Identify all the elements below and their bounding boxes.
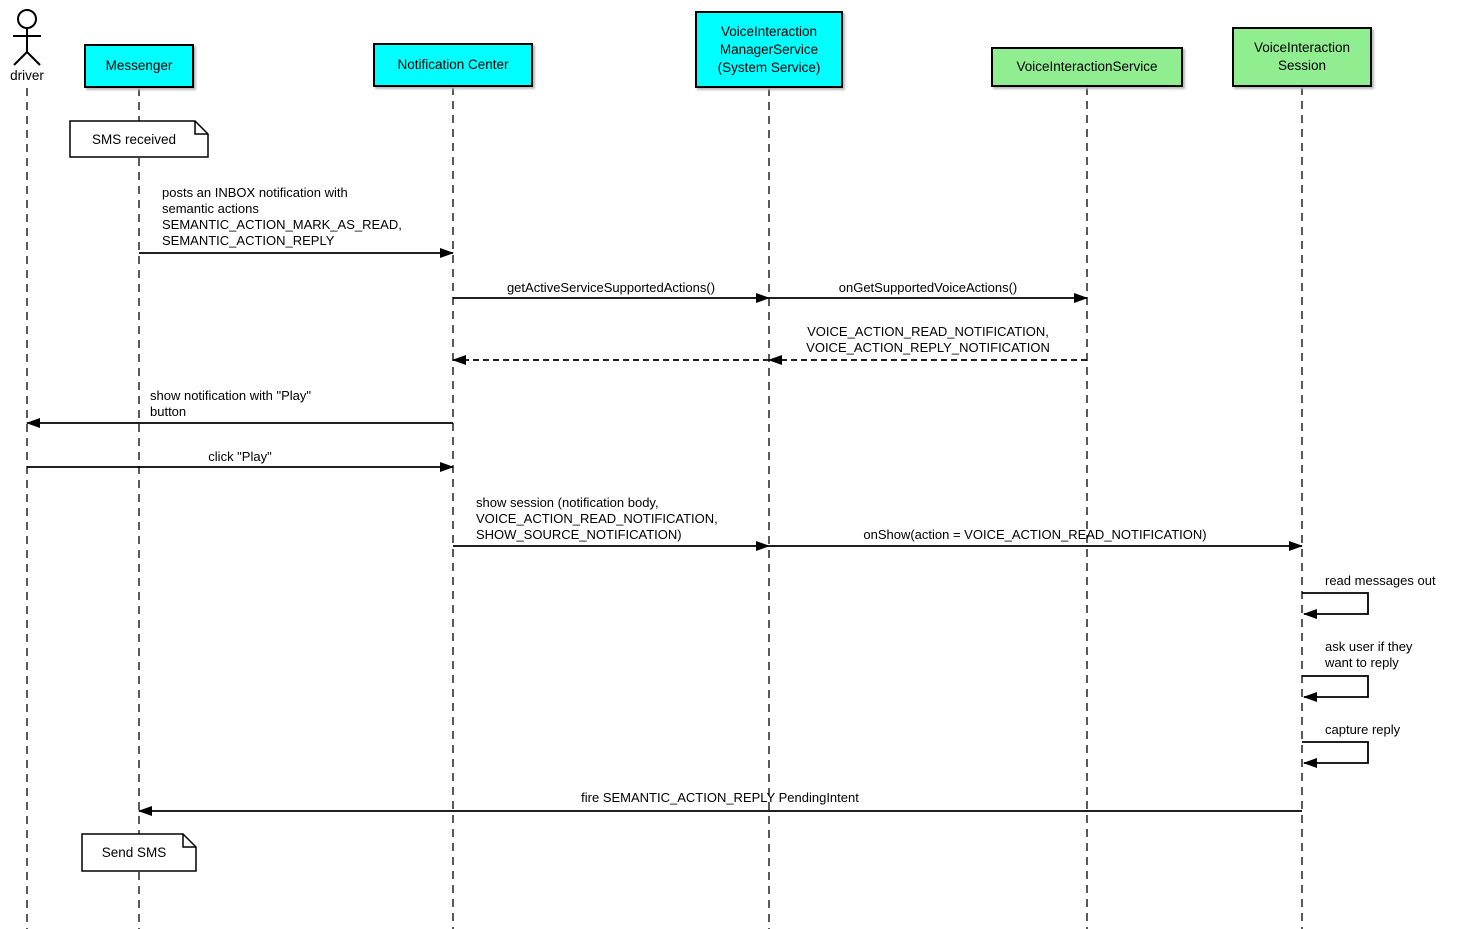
message-label-line: show session (notification body,: [476, 495, 659, 510]
participant-messenger: Messenger: [84, 44, 194, 88]
participant-label-line: (System Service): [717, 59, 821, 75]
actor-driver-label: driver: [10, 68, 44, 83]
participant-label-line: VoiceInteractionService: [1016, 59, 1158, 74]
message-label-line: VOICE_ACTION_READ_NOTIFICATION,: [807, 324, 1049, 339]
message-label-line: semantic actions: [162, 201, 259, 216]
message-label-line: capture reply: [1325, 722, 1401, 737]
message-label-12: fire SEMANTIC_ACTION_REPLY PendingIntent: [581, 790, 859, 806]
note-fold-icon: [194, 121, 208, 135]
message-label-line: read messages out: [1325, 573, 1436, 588]
self-message-arrow-11: [1302, 741, 1369, 768]
note-sms-received: SMS received: [91, 131, 177, 147]
message-label-6: click "Play": [208, 449, 271, 465]
message-label-7: show session (notification body,VOICE_AC…: [476, 495, 718, 543]
message-label-2: onGetSupportedVoiceActions(): [839, 280, 1018, 296]
participant-vi-service: VoiceInteractionService: [991, 47, 1183, 87]
message-label-line: show notification with "Play": [150, 388, 311, 403]
message-label-line: onGetSupportedVoiceActions(): [838, 280, 1018, 295]
message-label-3: VOICE_ACTION_READ_NOTIFICATION,VOICE_ACT…: [806, 324, 1050, 356]
message-label-line: ask user if they: [1325, 639, 1413, 654]
note-shape-1: [81, 833, 197, 872]
message-label-line: SHOW_SOURCE_NOTIFICATION): [476, 527, 682, 542]
message-label-line: click "Play": [208, 449, 272, 464]
message-label-line: VOICE_ACTION_REPLY_NOTIFICATION: [806, 340, 1050, 355]
participant-label-line: VoiceInteraction: [1253, 40, 1351, 55]
message-label-9: read messages out: [1325, 573, 1436, 589]
message-label-line: fire SEMANTIC_ACTION_REPLY PendingIntent: [581, 790, 859, 805]
message-label-line: want to reply: [1325, 655, 1399, 670]
message-label-11: capture reply: [1325, 722, 1400, 738]
participant-notification-center: Notification Center: [373, 43, 533, 87]
message-label-line: VOICE_ACTION_READ_NOTIFICATION,: [476, 511, 718, 526]
participant-label-line: Notification Center: [397, 57, 509, 72]
note-fold-icon: [182, 834, 196, 848]
participant-label-line: Session: [1277, 58, 1327, 73]
participant-label-line: VoiceInteraction: [720, 23, 818, 39]
message-label-line: posts an INBOX notification with: [162, 185, 348, 200]
message-label-5: show notification with "Play"button: [150, 388, 311, 420]
self-message-arrow-10: [1302, 675, 1369, 702]
message-label-line: SEMANTIC_ACTION_MARK_AS_READ,: [162, 217, 402, 232]
message-label-1: getActiveServiceSupportedActions(): [507, 280, 715, 296]
note-send-sms: Send SMS: [101, 845, 167, 860]
participant-label-line: ManagerService: [719, 41, 819, 57]
message-label-line: onShow(action = VOICE_ACTION_READ_NOTIFI…: [863, 527, 1207, 542]
message-label-line: button: [150, 404, 187, 419]
message-label-8: onShow(action = VOICE_ACTION_READ_NOTIFI…: [863, 527, 1206, 543]
participant-label-line: Messenger: [105, 58, 173, 73]
note-shape-0: [69, 120, 209, 158]
actor-driver-icon: [13, 9, 41, 66]
self-message-arrow-9: [1302, 592, 1369, 619]
message-label-line: getActiveServiceSupportedActions(): [506, 280, 716, 295]
message-label-line: SEMANTIC_ACTION_REPLY: [162, 233, 335, 248]
